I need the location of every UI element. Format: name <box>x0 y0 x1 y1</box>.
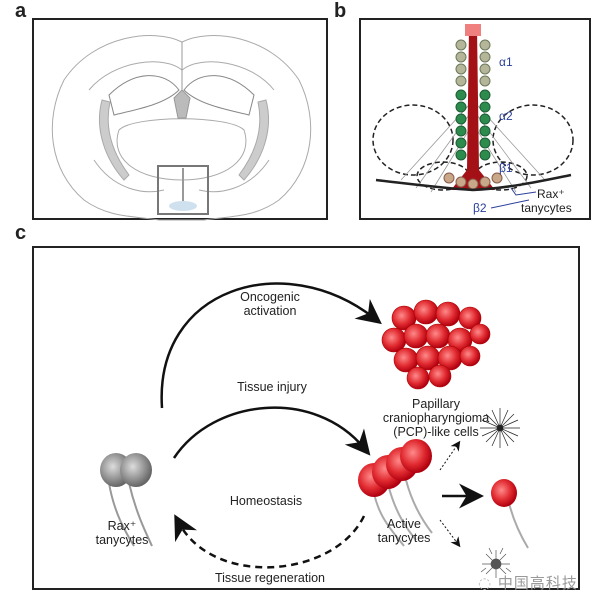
watermark-text: 中国高科技 <box>497 574 578 592</box>
homeostasis-label: Homeostasis <box>230 494 302 508</box>
panel-b: α1 α2 β1 β2 Rax⁺ tanycytes <box>359 18 591 220</box>
panel-a <box>32 18 328 221</box>
panel-a-label: a <box>15 0 27 22</box>
alpha1-cells <box>455 39 491 87</box>
rax-label-line1: Rax⁺ <box>537 187 565 201</box>
rax-tanycytes-illustration <box>100 453 153 547</box>
tissue-injury-arrow <box>172 406 371 459</box>
rax-label-line2: tanycytes <box>521 201 572 215</box>
tanycyte-fate-schematic: Oncogenic activation Papillary craniopha… <box>96 282 529 585</box>
differentiation-arrow-down <box>439 519 461 548</box>
lateral-fiber-left <box>98 99 130 181</box>
beta2-label: β2 <box>473 201 487 215</box>
rax-tanycytes-label-line2: tanycytes <box>96 533 149 547</box>
lateral-fiber-right <box>238 99 270 181</box>
alpha1-label: α1 <box>499 55 513 69</box>
pcp-label-line1: Papillary <box>412 397 461 411</box>
tanycyte-daughter-cell <box>491 479 529 549</box>
brain-outline <box>51 35 312 221</box>
oncogenic-label-line1: Oncogenic <box>240 290 300 304</box>
panel-c-label: c <box>15 222 27 244</box>
active-tanycytes-label-line1: Active <box>387 517 421 531</box>
tanycyte-subtype-illustration: α1 α2 β1 β2 Rax⁺ tanycytes <box>372 24 574 215</box>
third-ventricle <box>451 28 495 190</box>
oncogenic-label-line2: activation <box>244 304 297 318</box>
tissue-injury-label: Tissue injury <box>237 380 307 394</box>
oncogenic-activation-arrow <box>160 282 382 409</box>
nucleus-outline-right <box>492 104 574 176</box>
median-eminence-line <box>375 173 572 192</box>
panel-c: Oncogenic activation Papillary craniopha… <box>32 246 580 590</box>
beta1-label: β1 <box>499 161 513 175</box>
hippocampus-right <box>183 75 255 116</box>
tissue-regeneration-arrow <box>174 514 366 569</box>
hippocampus-left <box>108 75 180 116</box>
brain-coronal-section-illustration <box>51 35 312 221</box>
zoom-region-box <box>157 165 209 215</box>
neuron-like-cell-bottom <box>480 547 512 578</box>
nucleus-outline-left <box>372 104 454 176</box>
beta-cells <box>443 172 503 190</box>
watermark: ◌ 中国高科技 <box>478 572 578 593</box>
tissue-regeneration-label: Tissue regeneration <box>215 571 325 585</box>
panel-b-label: b <box>334 0 347 22</box>
active-tanycytes-label-line2: tanycytes <box>378 531 431 545</box>
pcp-label-line2: craniopharyngioma <box>383 411 489 425</box>
pcp-label-line3: (PCP)-like cells <box>393 425 478 439</box>
astrocyte-like-cell-top <box>480 408 520 448</box>
rax-tanycytes-label-line1: Rax⁺ <box>108 519 137 533</box>
alpha2-label: α2 <box>499 109 513 123</box>
wechat-icon: ◌ <box>478 574 493 592</box>
pcp-cell-cluster <box>381 299 491 390</box>
thalamus-outline <box>116 118 247 181</box>
differentiation-arrow-up <box>439 440 461 471</box>
active-tanycytes-illustration <box>358 439 433 547</box>
ventricle <box>173 89 191 119</box>
alpha2-cells <box>455 89 491 161</box>
